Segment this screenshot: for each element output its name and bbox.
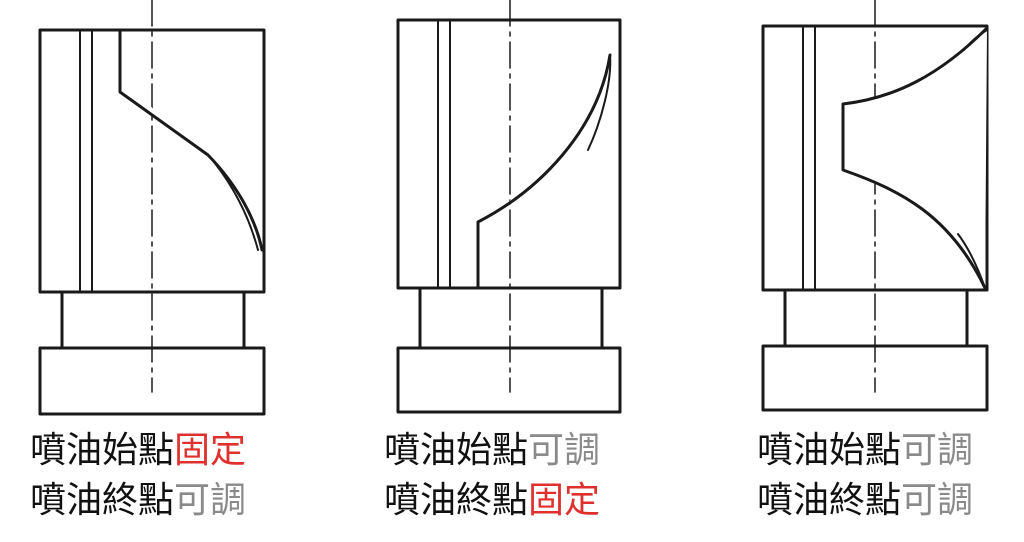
plunger-a-labels: 噴油始點固定 噴油終點可調 — [30, 426, 246, 526]
plunger-a-stem — [60, 290, 246, 350]
injection-end-label: 噴油終點可調 — [757, 476, 973, 526]
plunger-c-groove — [841, 26, 989, 290]
plunger-a-helix — [213, 161, 259, 251]
status-text: 可調 — [174, 480, 247, 521]
plunger-c-helix-upper — [963, 29, 988, 51]
plunger-a-drawing — [38, 0, 266, 416]
injection-start-text: 噴油始點 — [384, 430, 529, 471]
injection-start-label: 噴油始點可調 — [384, 426, 600, 476]
plunger-b-drawing — [396, 0, 622, 414]
injection-start-label: 噴油始點固定 — [30, 426, 246, 476]
status-text: 固定 — [174, 430, 247, 471]
injection-end-label: 噴油終點可調 — [30, 476, 246, 526]
injection-start-label: 噴油始點可調 — [757, 426, 973, 476]
plunger-b-helix — [587, 54, 612, 151]
plunger-b-groove — [448, 53, 612, 290]
injection-end-text: 噴油終點 — [384, 480, 529, 521]
injection-end-label: 噴油終點固定 — [384, 476, 600, 526]
status-text: 可調 — [901, 430, 974, 471]
plunger-b-labels: 噴油始點可調 噴油終點固定 — [384, 426, 600, 526]
plunger-b-barrel — [396, 18, 622, 290]
plunger-a-groove — [90, 28, 264, 252]
plunger-c-labels: 噴油始點可調 噴油終點可調 — [757, 426, 973, 526]
plunger-c-helix-lower — [957, 233, 986, 289]
plunger-c-base — [761, 344, 989, 412]
injection-end-text: 噴油終點 — [30, 480, 175, 521]
plunger-c-stem — [783, 288, 969, 348]
status-text: 可調 — [528, 430, 601, 471]
plunger-b-base — [396, 346, 622, 414]
injection-start-text: 噴油始點 — [30, 430, 175, 471]
injection-end-text: 噴油終點 — [757, 480, 902, 521]
plunger-b-stem — [418, 286, 604, 350]
plunger-c-drawing — [761, 0, 989, 412]
status-text: 可調 — [901, 480, 974, 521]
plunger-a-base — [38, 346, 266, 416]
injection-start-text: 噴油始點 — [757, 430, 902, 471]
status-text: 固定 — [528, 480, 601, 521]
